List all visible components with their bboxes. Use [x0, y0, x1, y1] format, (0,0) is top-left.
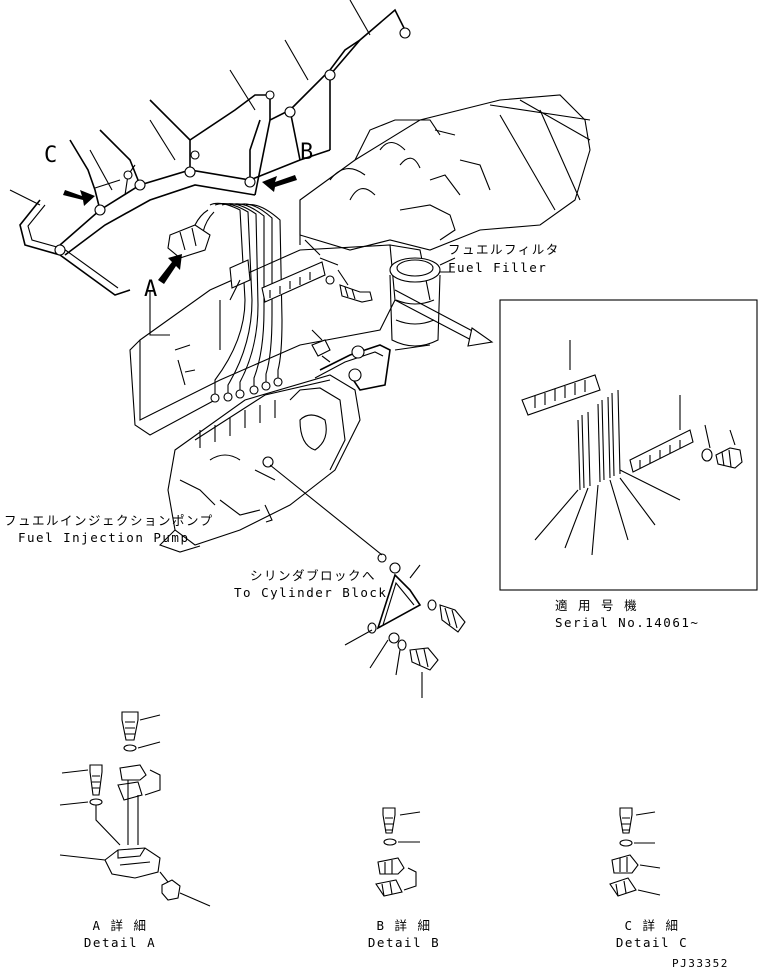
serial-label-jp: 適 用 号 機	[555, 598, 639, 613]
cylinder-block-label-en: To Cylinder Block	[234, 585, 388, 600]
detail-a-label-en: Detail A	[83, 935, 157, 950]
view-label-c: C	[44, 143, 58, 168]
view-label-b: B	[300, 140, 314, 165]
fuel-filter	[389, 257, 441, 347]
detail-b-label-en: Detail B	[367, 935, 441, 950]
drawing-code: PJ33352	[672, 957, 729, 970]
cylinder-block-label-jp: シリンダブロックへ	[250, 568, 377, 583]
view-arrow-b	[262, 175, 297, 192]
injection-pipes	[194, 202, 373, 403]
detail-a-label-jp: A 詳 細	[92, 918, 148, 933]
detail-c-label-en: Detail C	[615, 935, 689, 950]
detail-c-drawing	[609, 807, 661, 897]
serial-detail-box	[499, 299, 758, 591]
upper-pipes	[19, 8, 411, 296]
fuel-filter-label-jp: フュエルフィルタ	[448, 242, 560, 257]
view-arrows	[63, 175, 297, 284]
detail-pointer-arrow	[394, 289, 494, 347]
detail-a-drawing	[59, 711, 211, 907]
view-label-a: A	[144, 277, 158, 302]
injection-pump-label-en: Fuel Injection Pump	[18, 530, 190, 545]
view-arrow-c	[63, 190, 95, 206]
cylinder-block-bracket	[269, 464, 466, 698]
injection-pump-label-jp: フュエルインジェクションポンプ	[4, 513, 214, 528]
fuel-pipe-assembly	[311, 329, 431, 391]
view-arrow-a	[158, 254, 182, 284]
fuel-injection-pump	[158, 374, 361, 553]
detail-b-drawing	[375, 807, 421, 897]
engine-block	[129, 94, 591, 436]
detail-c-label-jp: C 詳 細	[624, 918, 680, 933]
leader-lines	[9, 0, 456, 301]
detail-b-label-jp: B 詳 細	[376, 918, 432, 933]
serial-label-en: Serial No.14061~	[555, 615, 700, 630]
fuel-filter-label-en: Fuel Filler	[448, 260, 548, 275]
